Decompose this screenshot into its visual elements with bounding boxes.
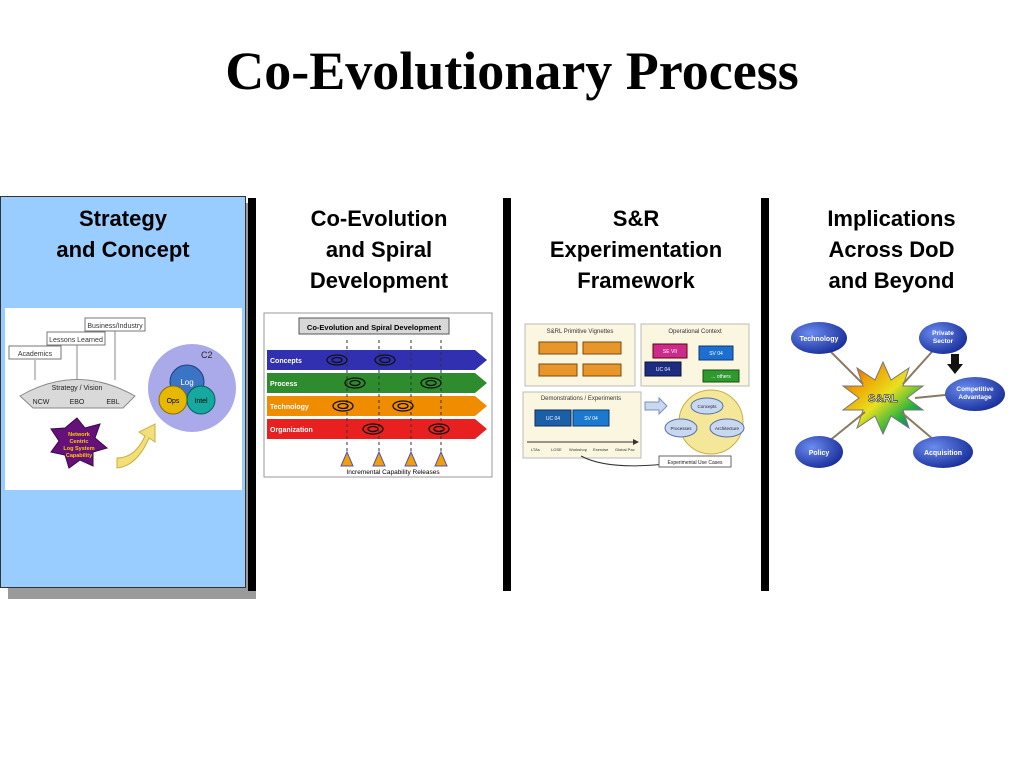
label-ebo: EBO	[70, 399, 85, 406]
cycle-label: Architecture	[715, 426, 740, 431]
label-vignettes: S&RL Primitive Vignettes	[547, 329, 614, 335]
label-business: Business/Industry	[87, 323, 143, 330]
node-label: Technology	[800, 336, 839, 343]
label-academics: Academics	[18, 351, 53, 358]
block-label: UC 04	[546, 416, 560, 422]
footer-label: Incremental Capability Releases	[346, 469, 440, 476]
heading-line: Strategy	[78, 206, 168, 231]
implications-diagram: S&RL Technology Private Sector Competiti…	[783, 316, 1011, 480]
node-label: Advantage	[958, 394, 992, 401]
timeline-label: Exercise	[593, 447, 609, 452]
timeline-label: LTAs	[531, 447, 540, 452]
star-line: Log System	[63, 446, 94, 452]
heading-line: S&R	[612, 206, 660, 231]
column-divider	[248, 198, 256, 591]
heading-line: Framework	[577, 268, 695, 293]
node-label: Competitive	[956, 386, 994, 393]
timeline-label: Global Pac	[615, 447, 635, 452]
heading-line: and Concept	[56, 237, 190, 262]
label-log: Log	[180, 378, 193, 387]
row-label: Technology	[270, 404, 309, 411]
node-label: Acquisition	[924, 450, 962, 457]
spiral-development-diagram: Co-Evolution and Spiral Development Conc…	[263, 312, 495, 480]
cycle-label: Concepts	[697, 404, 717, 409]
row-label: Concepts	[270, 358, 302, 365]
label-usecases: Experimental Use Cases	[667, 460, 723, 466]
banner-label: Co-Evolution and Spiral Development	[307, 323, 442, 332]
row-label: Organization	[270, 427, 313, 434]
row-label: Process	[270, 381, 297, 388]
column-divider	[503, 198, 511, 591]
star-line: Centric	[70, 439, 89, 445]
label-ncw: NCW	[33, 399, 50, 406]
heading-line: Development	[309, 268, 449, 293]
label-c2: C2	[201, 350, 213, 360]
experimentation-framework-diagram: S&RL Primitive Vignettes Operational Con…	[521, 322, 751, 472]
heading-line: and Spiral	[325, 237, 433, 262]
block-label: SV 04	[709, 351, 723, 357]
heading-line: Across DoD	[828, 237, 955, 262]
block-label: SV 04	[584, 416, 598, 422]
label-ops: Ops	[167, 398, 180, 405]
column-heading-implications: Implications Across DoD and Beyond	[769, 203, 1014, 296]
node-label: Private	[932, 330, 954, 337]
column-heading-coevolution: Co-Evolution and Spiral Development	[256, 203, 502, 296]
block-label: UC 04	[656, 367, 670, 373]
heading-line: and Beyond	[828, 268, 955, 293]
column-heading-framework: S&R Experimentation Framework	[511, 203, 761, 296]
star-line: Capability	[66, 453, 93, 459]
heading-line: Co-Evolution	[310, 206, 448, 231]
label-demos: Demonstrations / Experiments	[541, 396, 621, 402]
cycle-label: Processes	[670, 426, 692, 431]
block-label: ... others	[711, 374, 731, 380]
timeline-label: LOSE	[551, 447, 562, 452]
slide-title: Co-Evolutionary Process	[225, 41, 799, 101]
center-label: S&RL	[868, 393, 898, 405]
label-opcontext: Operational Context	[668, 329, 722, 335]
strategy-concept-diagram: Business/Industry Lessons Learned Academ…	[5, 308, 242, 490]
label-ebl: EBL	[106, 399, 119, 406]
node-label: Policy	[809, 450, 830, 457]
node-label: Sector	[933, 338, 954, 345]
label-intel: Intel	[194, 398, 208, 405]
star-line: Network	[68, 432, 91, 438]
timeline-label: Workshop	[569, 447, 588, 452]
label-lessons: Lessons Learned	[49, 337, 103, 344]
block-label: SE VII	[663, 349, 677, 355]
heading-line: Experimentation	[549, 237, 723, 262]
column-divider	[761, 198, 769, 591]
label-strategy: Strategy / Vision	[52, 385, 103, 392]
column-heading-strategy: Strategy and Concept	[0, 203, 246, 265]
heading-line: Implications	[827, 206, 956, 231]
